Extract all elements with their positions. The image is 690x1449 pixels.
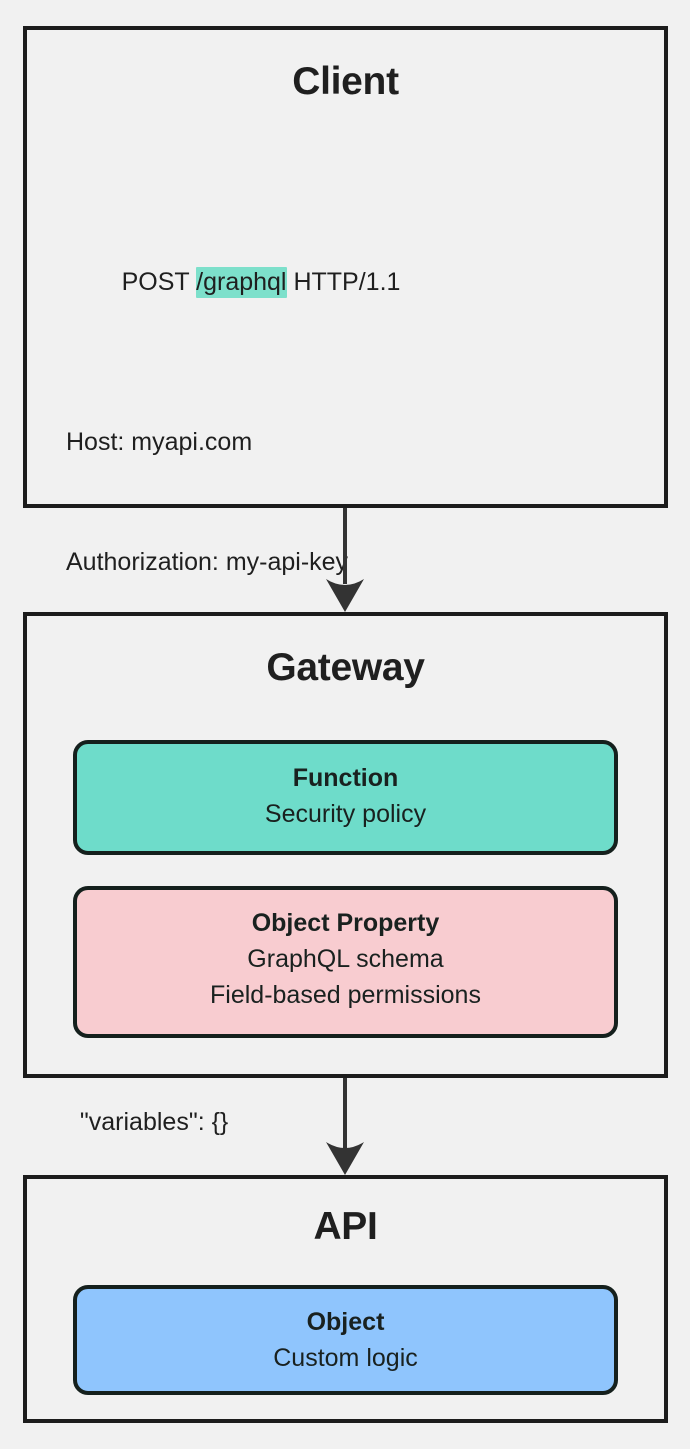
request-body-variables: "variables": {} xyxy=(66,1108,229,1136)
api-card-object-line-1: Custom logic xyxy=(273,1344,418,1372)
arrow-gateway-to-api xyxy=(318,1078,372,1175)
request-header-authorization: Authorization: my-api-key xyxy=(66,548,349,576)
api-card-object-title: Object xyxy=(306,1308,385,1336)
gateway-card-function-title: Function xyxy=(292,764,399,792)
request-protocol: HTTP/1.1 xyxy=(286,268,401,296)
gateway-card-object-property-line-1: GraphQL schema xyxy=(247,945,444,973)
api-card-object[interactable]: Object Custom logic xyxy=(73,1285,618,1395)
client-title: Client xyxy=(292,60,399,103)
gateway-card-object-property[interactable]: Object Property GraphQL schema Field-bas… xyxy=(73,886,618,1038)
request-path-highlight: /graphql xyxy=(196,267,287,298)
gateway-card-object-property-title: Object Property xyxy=(251,909,440,937)
api-title: API xyxy=(313,1205,378,1248)
request-header-host: Host: myapi.com xyxy=(66,428,253,456)
gateway-card-function[interactable]: Function Security policy xyxy=(73,740,618,855)
gateway-title: Gateway xyxy=(266,646,425,689)
gateway-card-function-line-1: Security policy xyxy=(264,800,427,828)
request-method: POST xyxy=(121,268,197,296)
arrow-client-to-gateway xyxy=(318,508,372,612)
gateway-card-object-property-line-2: Field-based permissions xyxy=(210,981,481,1009)
request-line-method: POST /graphql HTTP/1.1 xyxy=(66,222,593,342)
client-node: Client POST /graphql HTTP/1.1 Host: myap… xyxy=(23,26,668,1256)
